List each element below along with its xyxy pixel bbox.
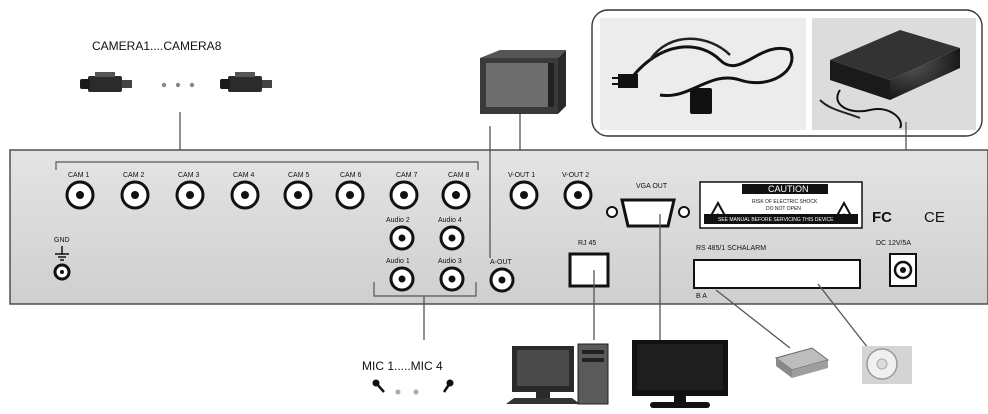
cam-1-label: CAM 1: [68, 172, 90, 179]
ce-mark: CE: [924, 209, 945, 226]
vout-1-bnc-connector[interactable]: [509, 180, 539, 210]
audio-3-rca-connector[interactable]: [439, 266, 465, 292]
lcd-monitor-icon: [632, 340, 728, 408]
alarm-sensor-icon: [774, 347, 830, 378]
caution-title: CAUTION: [768, 184, 809, 194]
ellipsis-dot: [395, 389, 401, 395]
pc-computer-icon: [506, 343, 609, 405]
cam-6-label: CAM 6: [340, 172, 362, 179]
audio-1-label: Audio 1: [386, 258, 410, 265]
dc-power-label: DC 12V/5A: [876, 240, 911, 247]
audio-2-rca-connector[interactable]: [389, 225, 415, 251]
cam-2-bnc-connector[interactable]: [120, 180, 150, 210]
audio-2-label: Audio 2: [386, 217, 410, 224]
rs485-lead-line-2: [817, 283, 869, 349]
camera-8-icon: [220, 72, 272, 92]
cam-6-bnc-connector[interactable]: [335, 180, 365, 210]
crt-monitor-icon: [480, 50, 566, 114]
cam-3-bnc-connector[interactable]: [175, 180, 205, 210]
rs485-pins-label: B A: [696, 293, 707, 300]
rs485-terminal-block[interactable]: [693, 259, 861, 289]
audio-bracket: [373, 282, 477, 297]
caution-line-2: DO NOT OPEN: [766, 206, 801, 212]
rs485-label: RS 485/1 SCHALARM: [696, 245, 766, 252]
aout-rca-connector[interactable]: [489, 267, 515, 293]
cam-2-label: CAM 2: [123, 172, 145, 179]
ellipsis-dot: [175, 82, 181, 88]
cam-8-bnc-connector[interactable]: [441, 180, 471, 210]
rj45-label: RJ 45: [578, 240, 596, 247]
audio-4-label: Audio 4: [438, 217, 462, 224]
ground-icon: [55, 246, 69, 261]
audio-3-label: Audio 3: [438, 258, 462, 265]
power-adapter-icon: [812, 18, 976, 130]
ellipsis-dot: [189, 82, 195, 88]
microphone-4-icon: [442, 379, 454, 393]
vout-1-label: V-OUT 1: [508, 172, 535, 179]
gnd-terminal[interactable]: [53, 263, 71, 281]
rs485-lead-line-1: [715, 289, 791, 349]
microphone-1-icon: [372, 379, 385, 393]
cam-bracket: [55, 161, 479, 170]
cam-5-bnc-connector[interactable]: [283, 180, 313, 210]
vout-2-label: V-OUT 2: [562, 172, 589, 179]
power-cord-icon: [600, 18, 806, 130]
cam-5-label: CAM 5: [288, 172, 310, 179]
cam-4-bnc-connector[interactable]: [230, 180, 260, 210]
cam-4-label: CAM 4: [233, 172, 255, 179]
caution-line-1: RISK OF ELECTRIC SHOCK: [752, 199, 818, 205]
ellipsis-dot: [161, 82, 167, 88]
audio-1-rca-connector[interactable]: [389, 266, 415, 292]
cam-3-label: CAM 3: [178, 172, 200, 179]
aout-label: A-OUT: [490, 259, 513, 266]
rj45-port[interactable]: [568, 252, 610, 288]
vout-2-bnc-connector[interactable]: [563, 180, 593, 210]
cam-8-label: CAM 8: [448, 172, 470, 179]
dc-power-jack[interactable]: [889, 253, 917, 287]
caution-footer: SEE MANUAL BEFORE SERVICING THIS DEVICE: [718, 217, 834, 223]
vga-label: VGA OUT: [636, 183, 668, 190]
cam-7-bnc-connector[interactable]: [389, 180, 419, 210]
cameras-label: CAMERA1....CAMERA8: [92, 39, 222, 53]
smoke-detector-icon: [862, 346, 912, 384]
cam-7-label: CAM 7: [396, 172, 418, 179]
vga-port[interactable]: [606, 198, 690, 228]
audio-4-rca-connector[interactable]: [439, 225, 465, 251]
gnd-label: GND: [54, 237, 70, 244]
camera-1-icon: [80, 72, 132, 92]
caution-label: ! ! CAUTION RISK OF ELECTRIC SHOCK DO NO…: [699, 181, 863, 229]
fc-mark: FC: [872, 209, 892, 226]
mics-label: MIC 1.....MIC 4: [362, 359, 443, 373]
cam-1-bnc-connector[interactable]: [65, 180, 95, 210]
ellipsis-dot: [413, 389, 419, 395]
